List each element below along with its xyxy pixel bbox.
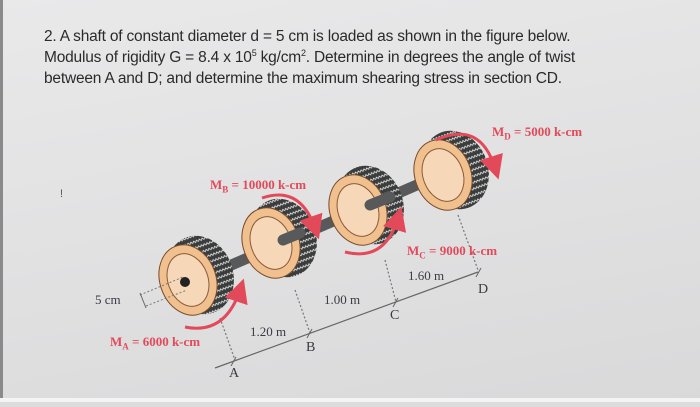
moment-label-c: MC = 9000 k-cm <box>407 243 497 261</box>
text: M <box>407 243 420 258</box>
moment-label-a: MA = 6000 k-cm <box>110 334 200 352</box>
exponent: 2 <box>300 47 306 58</box>
text: C <box>419 250 426 261</box>
problem-line-1: 2. A shaft of constant diameter d = 5 cm… <box>44 28 571 45</box>
text: M <box>110 334 123 349</box>
screen-edge <box>0 0 3 402</box>
text: B <box>222 184 229 195</box>
text: M <box>210 177 223 192</box>
moment-label-b: MB = 10000 k-cm <box>210 177 306 195</box>
text: A <box>122 341 129 352</box>
moment-label-d: MD = 5000 k-cm <box>492 124 582 142</box>
point-c-label: C <box>390 308 400 323</box>
text: = 5000 k-cm <box>510 124 583 139</box>
point-b-label: B <box>306 340 316 355</box>
dimension-cd: 1.60 m <box>408 268 445 283</box>
dimension-bc: 1.00 m <box>324 292 361 307</box>
problem-line-2: Modulus of rigidity G = 8.4 x 105 kg/cm2… <box>44 47 684 68</box>
point-d-label: D <box>478 282 489 297</box>
wheel-a <box>158 235 234 316</box>
text: = 10000 k-cm <box>228 177 307 192</box>
text: kg/cm <box>256 49 302 66</box>
text: D <box>504 131 511 142</box>
text: M <box>492 124 505 139</box>
text: . Determine in degrees the angle of twis… <box>305 49 576 66</box>
stray-mark: ! <box>60 188 64 200</box>
text: Modulus of rigidity G = 8.4 x 10 <box>44 49 252 66</box>
diameter-label: 5 cm <box>95 292 121 307</box>
problem-line-3: between A and D; and determine the maxim… <box>44 70 562 87</box>
exponent: 5 <box>251 47 257 58</box>
text: = 9000 k-cm <box>425 243 498 258</box>
problem-statement: 2. A shaft of constant diameter d = 5 cm… <box>44 26 684 89</box>
text: = 6000 k-cm <box>128 334 201 349</box>
dimension-ab: 1.20 m <box>250 324 287 339</box>
screen-edge-bottom <box>0 398 700 402</box>
wheel-d <box>413 130 489 211</box>
point-a-label: A <box>229 366 240 381</box>
